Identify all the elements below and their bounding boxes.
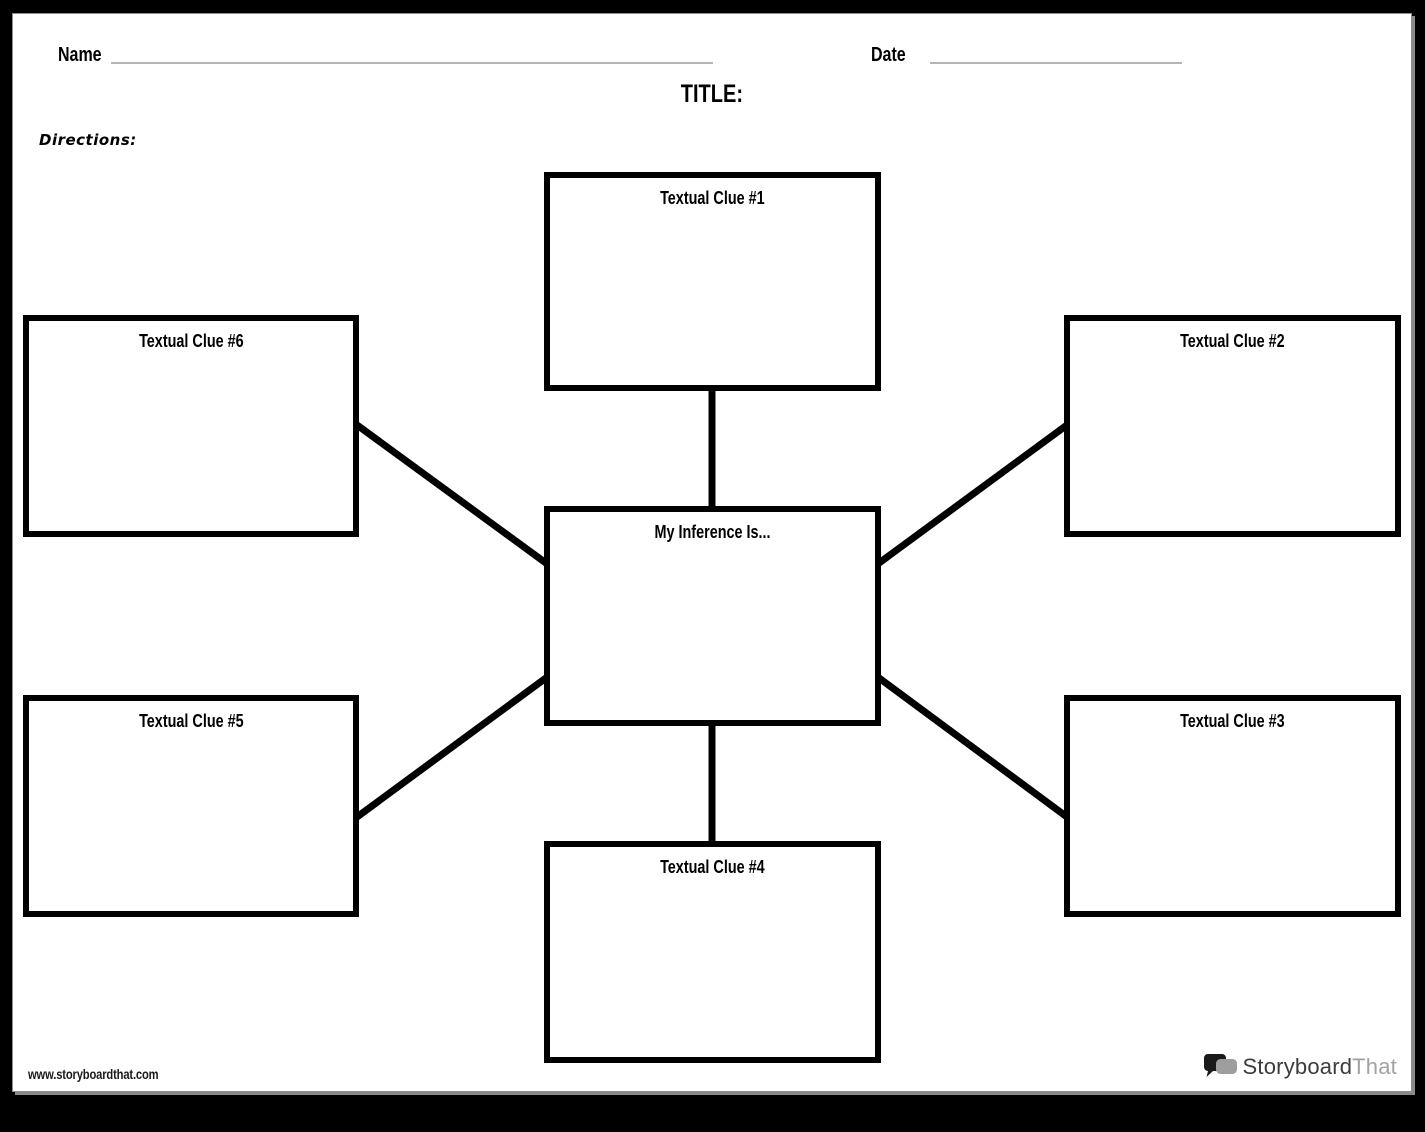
textual-clue-5-box: Textual Clue #5 [23,695,359,917]
logo-wordmark: StoryboardThat [1242,1054,1397,1079]
inference-center-box: My Inference Is... [544,506,881,726]
textual-clue-1-box: Textual Clue #1 [544,172,881,391]
date-label: Date [871,44,906,66]
textual-clue-3-box: Textual Clue #3 [1064,695,1401,917]
directions-label: Directions: [39,131,137,149]
website-url: www.storyboardthat.com [28,1066,159,1082]
textual-clue-4-label: Textual Clue #4 [660,857,765,877]
inference-center-label: My Inference Is... [654,522,771,542]
textual-clue-6-label: Textual Clue #6 [138,331,244,351]
textual-clue-3-label: Textual Clue #3 [1180,711,1285,731]
date-write-line [930,42,1182,64]
speech-bubbles-icon [1203,1054,1237,1077]
textual-clue-6-box: Textual Clue #6 [23,315,359,537]
worksheet-page: Name Date TITLE: Directions: Textual Clu… [12,13,1412,1092]
textual-clue-1-label: Textual Clue #1 [660,188,765,208]
storyboardthat-logo: StoryboardThat [1203,1051,1397,1083]
page-title: TITLE: [680,80,744,108]
name-write-line [111,42,713,64]
textual-clue-2-box: Textual Clue #2 [1064,315,1401,537]
textual-clue-2-label: Textual Clue #2 [1180,331,1285,351]
textual-clue-4-box: Textual Clue #4 [544,841,881,1063]
textual-clue-5-label: Textual Clue #5 [138,711,244,731]
name-label: Name [58,44,102,66]
